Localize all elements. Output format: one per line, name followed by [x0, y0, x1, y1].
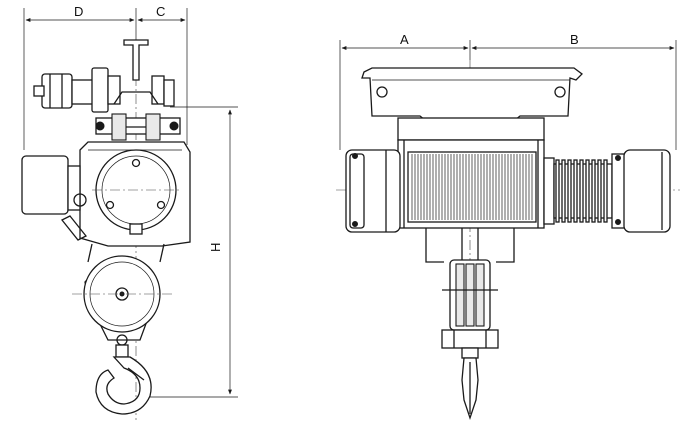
- cooling-fin: [585, 159, 590, 223]
- hoist-housing: [79, 141, 191, 247]
- brake-cover: [611, 149, 671, 233]
- cooling-fin: [597, 159, 602, 223]
- dimension-d-c: D C: [23, 4, 188, 150]
- cooling-fin: [603, 159, 608, 223]
- hoist-motor: [345, 149, 401, 233]
- cooling-fin: [579, 159, 584, 223]
- dimension-h: H: [150, 106, 238, 398]
- cooling-fin: [567, 159, 572, 223]
- dimension-d-label: D: [74, 4, 83, 19]
- i-beam-rail: [123, 39, 149, 81]
- cooling-fin: [555, 159, 560, 223]
- cooling-fin: [573, 159, 578, 223]
- hook-front: [461, 357, 479, 421]
- bottom-hook-block: [441, 259, 499, 359]
- dimension-h-label: H: [208, 243, 223, 252]
- rope-guide-hanger: [425, 228, 515, 263]
- dimension-a-label: A: [400, 32, 409, 47]
- cooling-fin: [561, 159, 566, 223]
- hook-block: [72, 255, 172, 346]
- side-view: D C H: [21, 4, 238, 420]
- dimension-a-b: A B: [339, 32, 677, 150]
- hoist-ropes: [87, 243, 165, 263]
- rope-drum: [407, 151, 537, 223]
- gearbox-brake: [543, 157, 613, 225]
- trolley-frame: [33, 67, 181, 141]
- motor-block: [21, 155, 88, 241]
- dimension-b-label: B: [570, 32, 579, 47]
- dimension-c-label: C: [156, 4, 165, 19]
- front-view: A B: [336, 32, 680, 421]
- hook: [95, 344, 152, 415]
- cooling-fin: [591, 159, 596, 223]
